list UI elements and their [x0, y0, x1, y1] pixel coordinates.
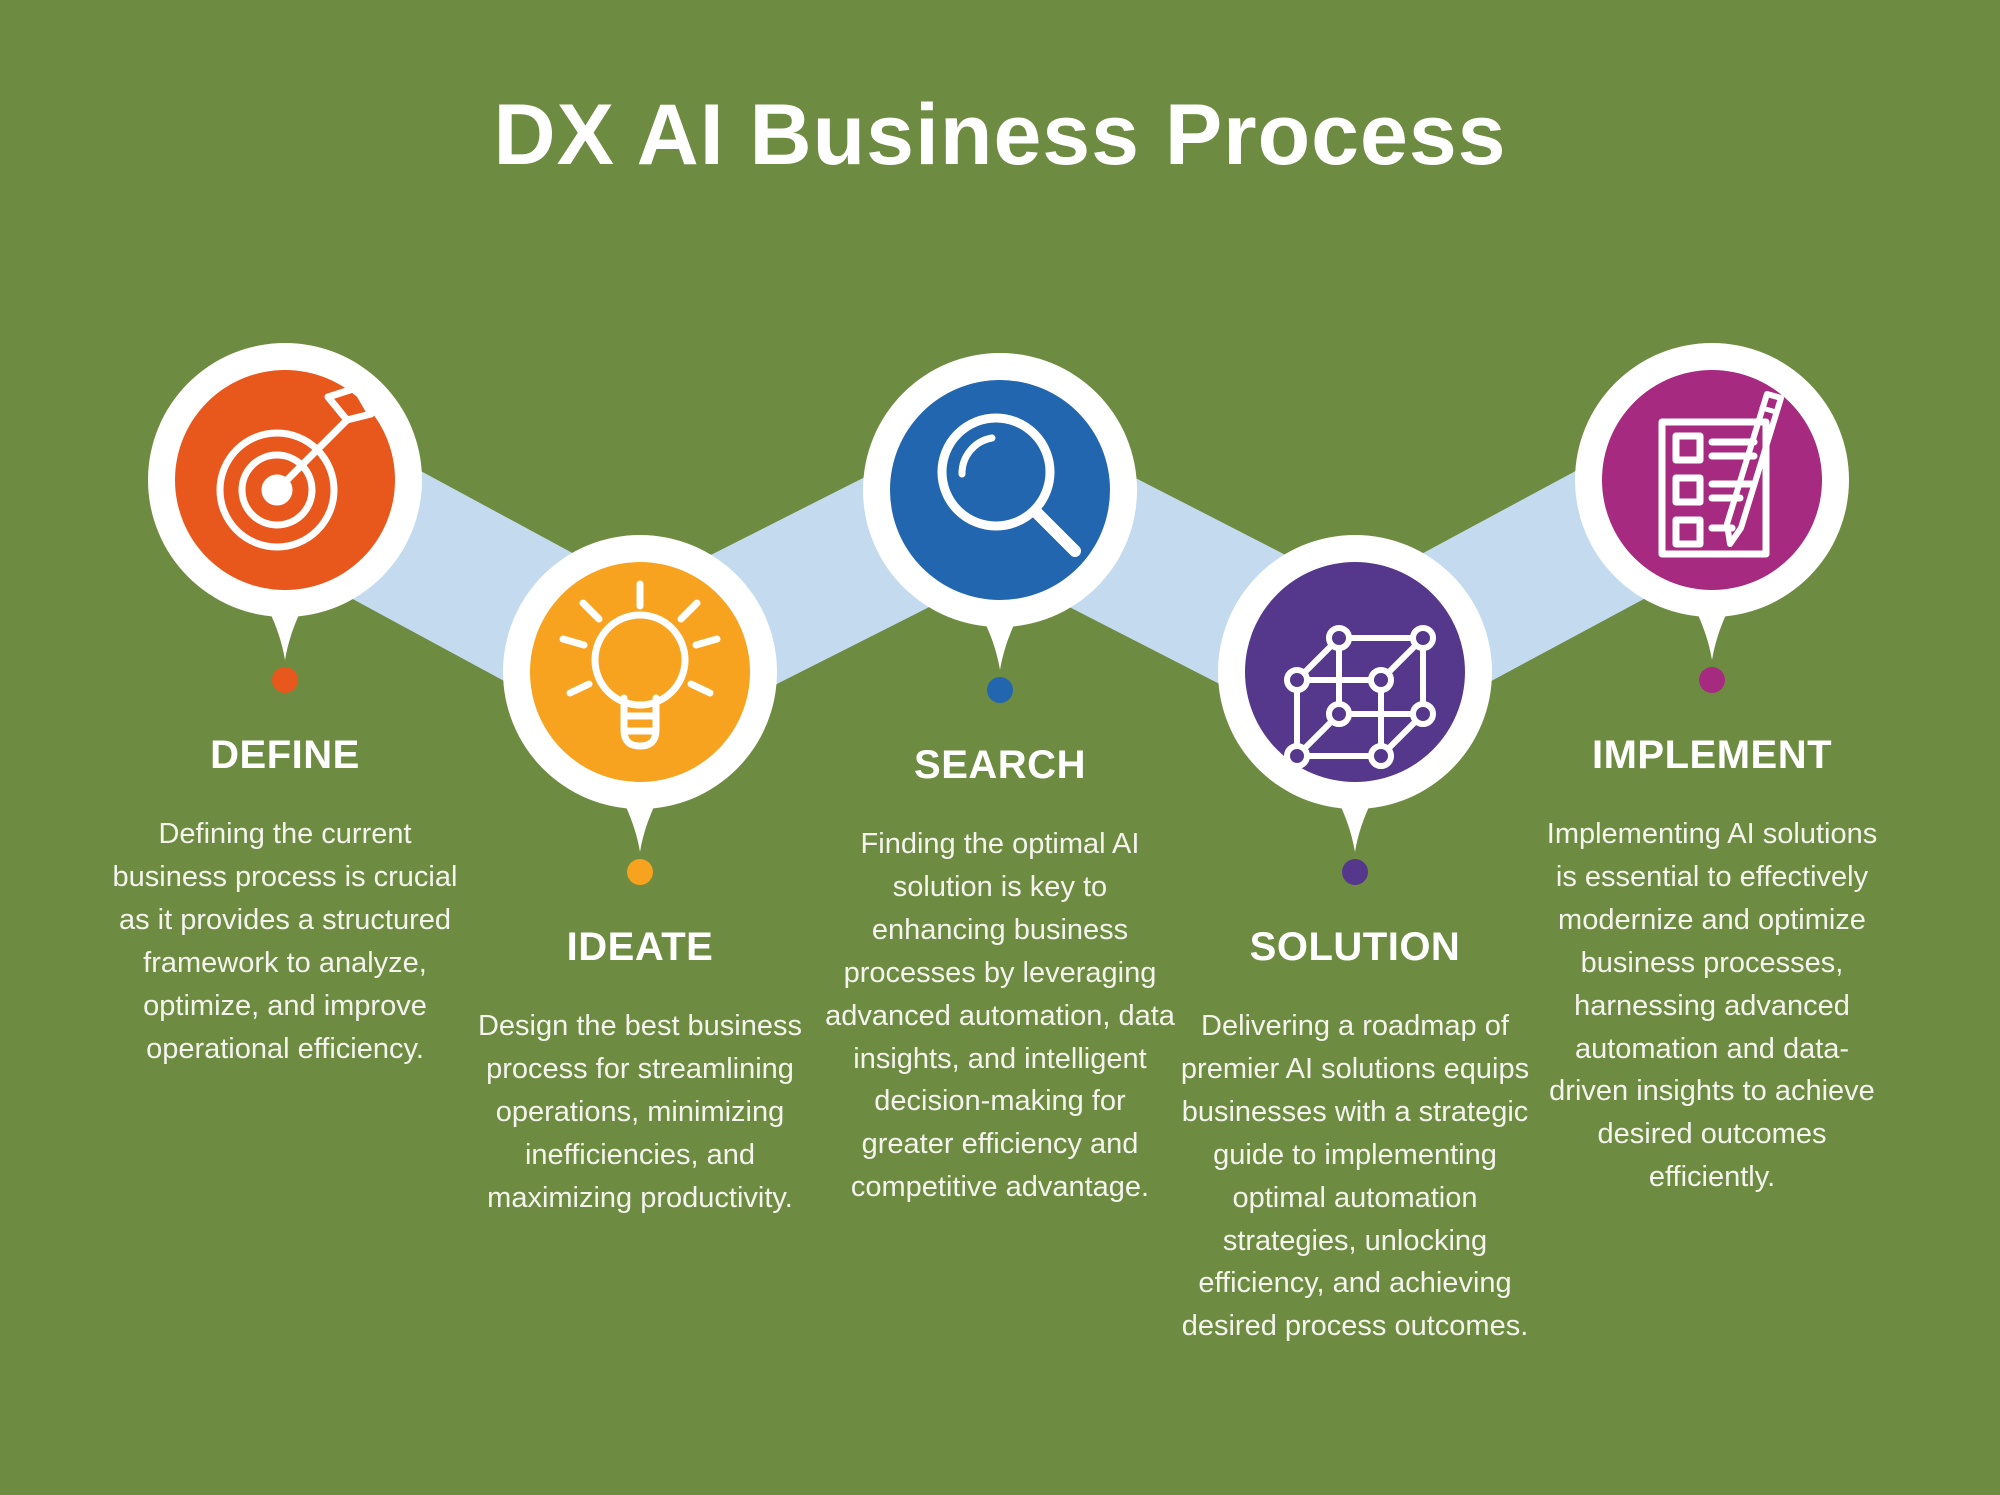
step-solution: SOLUTION Delivering a roadmap of premier… [1155, 522, 1555, 1482]
define-pin-marker [148, 343, 422, 660]
page-title: DX AI Business Process [493, 87, 1507, 183]
implement-pin-marker [1575, 343, 1849, 660]
step-dot [987, 677, 1013, 703]
step-implement: IMPLEMENT Implementing AI solutions is e… [1512, 330, 1912, 1290]
pin-inner-circle [530, 562, 750, 782]
step-dot [1699, 667, 1725, 693]
step-dot [627, 859, 653, 885]
step-title: SEARCH [914, 743, 1086, 787]
cube-vertex-nodes [1284, 625, 1436, 769]
step-description: Delivering a roadmap of premier AI solut… [1180, 1010, 1530, 1343]
step-ideate: IDEATE Design the best business process … [440, 522, 840, 1482]
step-define: DEFINE Defining the current business pro… [85, 330, 485, 1290]
step-title: IDEATE [566, 925, 714, 969]
ideate-pin-marker [503, 535, 777, 852]
magnifier-icon [937, 413, 1081, 557]
step-search: SEARCH Finding the optimal AI solution i… [800, 340, 1200, 1300]
checklist-icon [1658, 391, 1784, 558]
pin-inner-circle [890, 380, 1110, 600]
step-description: Finding the optimal AI solution is key t… [825, 828, 1175, 1204]
solution-pin-marker [1218, 535, 1492, 852]
step-dot [272, 667, 298, 693]
lightbulb-icon [559, 580, 721, 750]
step-description: Implementing AI solutions is essential t… [1546, 818, 1878, 1194]
pin-inner-circle [1245, 562, 1465, 782]
step-description: Defining the current business process is… [112, 818, 458, 1065]
step-title: IMPLEMENT [1591, 733, 1833, 777]
step-title: SOLUTION [1249, 925, 1461, 969]
step-dot [1342, 859, 1368, 885]
target-arrow-icon [216, 384, 375, 551]
search-pin-marker [863, 353, 1137, 670]
step-title: DEFINE [210, 733, 360, 777]
step-description: Design the best business process for str… [477, 1010, 803, 1214]
